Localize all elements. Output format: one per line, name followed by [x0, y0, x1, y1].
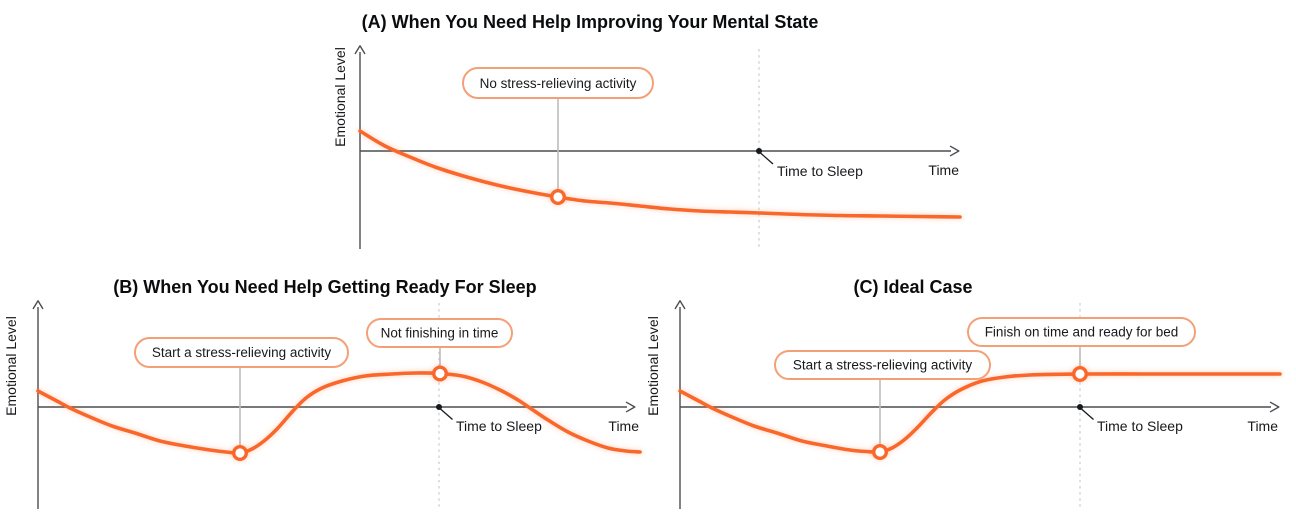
panel-c: (C) Ideal Case Emotional Level Start a s…	[645, 277, 1282, 509]
panel-b-y-axis-arrowhead-icon	[32, 300, 44, 310]
panel-a-x-axis-arrowhead-icon	[949, 145, 960, 157]
panel-a-curve	[358, 129, 962, 219]
panel-c-callout-start-label: Start a stress-relieving activity	[793, 358, 973, 373]
panel-c-time-label: Time	[1247, 418, 1278, 434]
panel-c-sleep-point-dot	[1077, 404, 1083, 410]
panel-c-curve	[678, 372, 1282, 455]
panel-c-sleep-pointer-line	[1081, 408, 1094, 420]
panel-b-emotional-level-label: Emotional Level	[3, 316, 19, 416]
panel-b-curve	[36, 371, 642, 455]
panel-a: (A) When You Need Help Improving Your Me…	[332, 12, 962, 249]
panel-a-title: (A) When You Need Help Improving Your Me…	[362, 12, 819, 32]
panel-a-callout	[462, 67, 654, 99]
panel-c-finish-on-time-marker	[1071, 366, 1088, 383]
panel-c-callout-finish-label: Finish on time and ready for bed	[985, 325, 1179, 340]
panel-b-sleep-point-dot	[436, 404, 442, 410]
panel-a-emotional-level-label: Emotional Level	[332, 47, 348, 147]
panel-c-y-axis-arrowhead-icon	[674, 300, 686, 310]
panel-b-callout-not-finishing-label: Not finishing in time	[381, 326, 499, 341]
panel-b: (B) When You Need Help Getting Ready For…	[3, 277, 642, 509]
panel-c-title: (C) Ideal Case	[853, 277, 972, 297]
panel-b-callout-start	[134, 337, 349, 368]
panel-b-title: (B) When You Need Help Getting Ready For…	[113, 277, 536, 297]
panel-c-emotional-level-label: Emotional Level	[645, 316, 661, 416]
panel-c-start-activity-marker	[872, 444, 889, 461]
panel-b-callout-start-label: Start a stress-relieving activity	[152, 345, 332, 360]
panel-a-sleep-point-dot	[756, 148, 762, 154]
panel-b-x-axis-arrowhead-icon	[625, 401, 636, 413]
panel-a-callout-label: No stress-relieving activity	[480, 76, 637, 91]
panel-a-event-marker	[550, 188, 567, 205]
panel-c-x-axis-arrowhead-icon	[1269, 401, 1280, 413]
panel-b-not-finishing-marker	[432, 365, 449, 382]
panel-b-callout-not-finishing	[366, 318, 513, 348]
panel-b-sleep-pointer-line	[440, 408, 453, 420]
panel-a-sleep-pointer-line	[760, 152, 774, 165]
panel-b-time-label: Time	[608, 418, 639, 434]
panel-c-callout-finish	[967, 317, 1196, 347]
panel-b-time-to-sleep-label: Time to Sleep	[456, 418, 542, 434]
panel-a-time-label: Time	[928, 162, 959, 178]
panel-a-time-to-sleep-label: Time to Sleep	[777, 163, 863, 179]
panel-c-time-to-sleep-label: Time to Sleep	[1097, 418, 1183, 434]
panel-c-callout-start	[774, 350, 991, 380]
panel-b-start-activity-marker	[231, 445, 248, 462]
panel-a-y-axis-arrowhead-icon	[354, 45, 366, 55]
